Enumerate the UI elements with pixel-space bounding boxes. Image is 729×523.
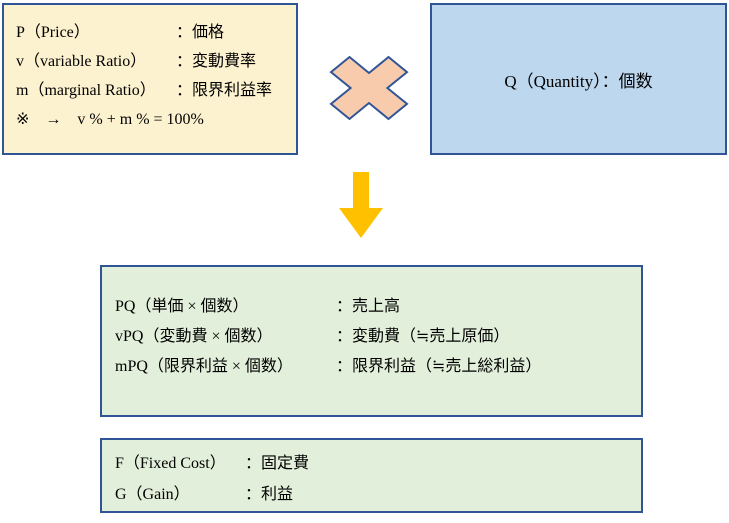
multiply-cross-shape: [329, 55, 409, 121]
formula-label: vPQ（変動費 × 個数）: [115, 328, 273, 345]
formula-label: G（Gain）: [115, 486, 190, 503]
formula-row-fixed-cost: F（Fixed Cost） ：固定費: [115, 448, 641, 479]
sales-formula-box: PQ（単価 × 個数） ：売上高 vPQ（変動費 × 個数） ：変動費（≒売上原…: [100, 265, 643, 417]
formula-value: ：価格: [176, 24, 225, 41]
formula-label: mPQ（限界利益 × 個数）: [115, 358, 293, 375]
formula-row-price: P（Price） ：価格: [16, 18, 296, 47]
quantity-text: Q（Quantity）：個数: [504, 71, 653, 91]
formula-label: F（Fixed Cost）: [115, 455, 226, 472]
formula-row-marginal-ratio: m（marginal Ratio） ：限界利益率: [16, 76, 296, 105]
formula-label: m（marginal Ratio）: [16, 82, 156, 99]
multiply-cross-icon: [329, 55, 409, 121]
formula-row-variable-ratio: v（variable Ratio） ：変動費率: [16, 47, 296, 76]
ratio-sum-note: ※ → v % + m % = 100%: [16, 105, 296, 134]
formula-label: P（Price）: [16, 24, 90, 41]
formula-value: ：固定費: [245, 455, 310, 472]
down-arrow-shape: [339, 172, 383, 238]
formula-label: v（variable Ratio）: [16, 53, 147, 70]
formula-value: ：売上高: [336, 298, 401, 315]
price-ratio-box: P（Price） ：価格 v（variable Ratio） ：変動費率 m（m…: [2, 3, 298, 155]
formula-value: ：変動費（≒売上原価）: [336, 328, 510, 345]
formula-row-gain: G（Gain） ：利益: [115, 479, 641, 510]
formula-value: ：限界利益（≒売上総利益）: [336, 358, 542, 375]
formula-row-pq: PQ（単価 × 個数） ：売上高: [115, 292, 641, 322]
formula-value: ：変動費率: [176, 53, 257, 70]
quantity-box: Q（Quantity）：個数: [430, 3, 727, 155]
formula-value: ：利益: [245, 486, 294, 503]
formula-label: PQ（単価 × 個数）: [115, 298, 249, 315]
note-text: ※ → v % + m % = 100%: [16, 111, 204, 128]
formula-row-mpq: mPQ（限界利益 × 個数） ：限界利益（≒売上総利益）: [115, 352, 641, 382]
formula-row-vpq: vPQ（変動費 × 個数） ：変動費（≒売上原価）: [115, 322, 641, 352]
formula-value: ：限界利益率: [176, 82, 273, 99]
down-arrow-icon: [339, 172, 383, 238]
fixed-cost-gain-box: F（Fixed Cost） ：固定費 G（Gain） ：利益: [100, 438, 643, 513]
